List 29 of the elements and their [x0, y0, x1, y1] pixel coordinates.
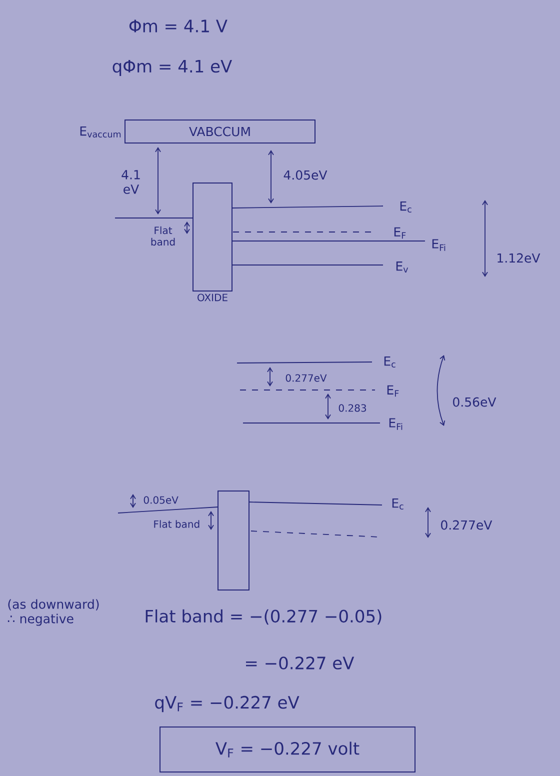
oxide-box: OXIDE: [192, 182, 232, 302]
equation: Φm = 4.1 V: [129, 20, 228, 32]
band-label: E$_{v}$: [396, 262, 408, 272]
energy-label: E$_{vaccum}$: [80, 126, 121, 138]
value-label: 4.05eV: [284, 170, 328, 180]
band-label: E$_{F}$: [394, 227, 406, 239]
band-label: E$_{Fi}$: [432, 239, 446, 251]
vacuum-level-box: VABCCUM: [124, 120, 316, 144]
value-label: 1.12eV: [498, 253, 540, 263]
equation: = −0.227 eV: [246, 656, 354, 670]
band-label: E$_{c}$: [392, 498, 404, 510]
value-label: 0.05eV: [144, 496, 178, 504]
band-label: E$_{F}$: [387, 385, 399, 397]
value-label: 4.1 eV: [122, 170, 140, 194]
note: (as downward) ∴ negative: [8, 599, 99, 626]
band-label: E$_{c}$: [384, 356, 396, 368]
band-label: E$_{Fi}$: [389, 418, 402, 430]
value-label: 0.277eV: [441, 520, 492, 530]
result-box: V$_{F}$ = −0.227 volt: [160, 726, 416, 772]
equation: Flat band = −(0.277 −0.05): [146, 609, 382, 625]
band-label: E$_{c}$: [400, 201, 412, 213]
oxide-box: [218, 490, 250, 590]
equation: qΦm = 4.1 eV: [112, 60, 232, 76]
text-label: Flat band: [151, 226, 175, 246]
value-label: 0.277eV: [286, 374, 327, 382]
value-label: 0.56eV: [453, 397, 496, 407]
value-label: 0.283: [338, 404, 366, 412]
text-label: Flat band: [154, 520, 200, 528]
node-label: OXIDE: [198, 294, 228, 302]
